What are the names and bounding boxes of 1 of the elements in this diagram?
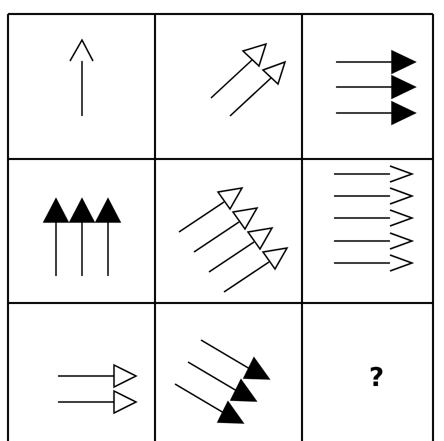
question-mark: ?: [369, 363, 384, 393]
